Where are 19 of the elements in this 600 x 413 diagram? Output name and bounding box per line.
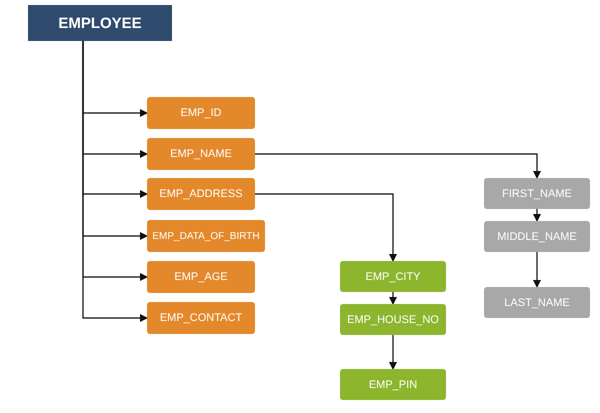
entity-box: EMP_DATA_OF_BIRTH [147, 220, 265, 252]
entity-box: EMP_CONTACT [147, 302, 255, 334]
entity-box: LAST_NAME [484, 287, 590, 318]
entity-box: EMP_NAME [147, 138, 255, 170]
title-box: EMPLOYEE [28, 5, 172, 41]
entity-box: EMP_ID [147, 97, 255, 129]
arrow [255, 193, 397, 262]
arrow [533, 209, 541, 222]
arrow [389, 335, 397, 370]
arrow [389, 292, 397, 305]
arrow [533, 252, 541, 288]
arrow [255, 153, 541, 179]
entity-box: EMP_HOUSE_NO [340, 304, 446, 335]
entity-box: EMP_ADDRESS [147, 178, 255, 210]
entity-box: EMP_PIN [340, 369, 446, 400]
entity-box: EMP_CITY [340, 261, 446, 292]
entity-box: FIRST_NAME [484, 178, 590, 209]
entity-box: MIDDLE_NAME [484, 221, 590, 252]
entity-box: EMP_AGE [147, 261, 255, 293]
